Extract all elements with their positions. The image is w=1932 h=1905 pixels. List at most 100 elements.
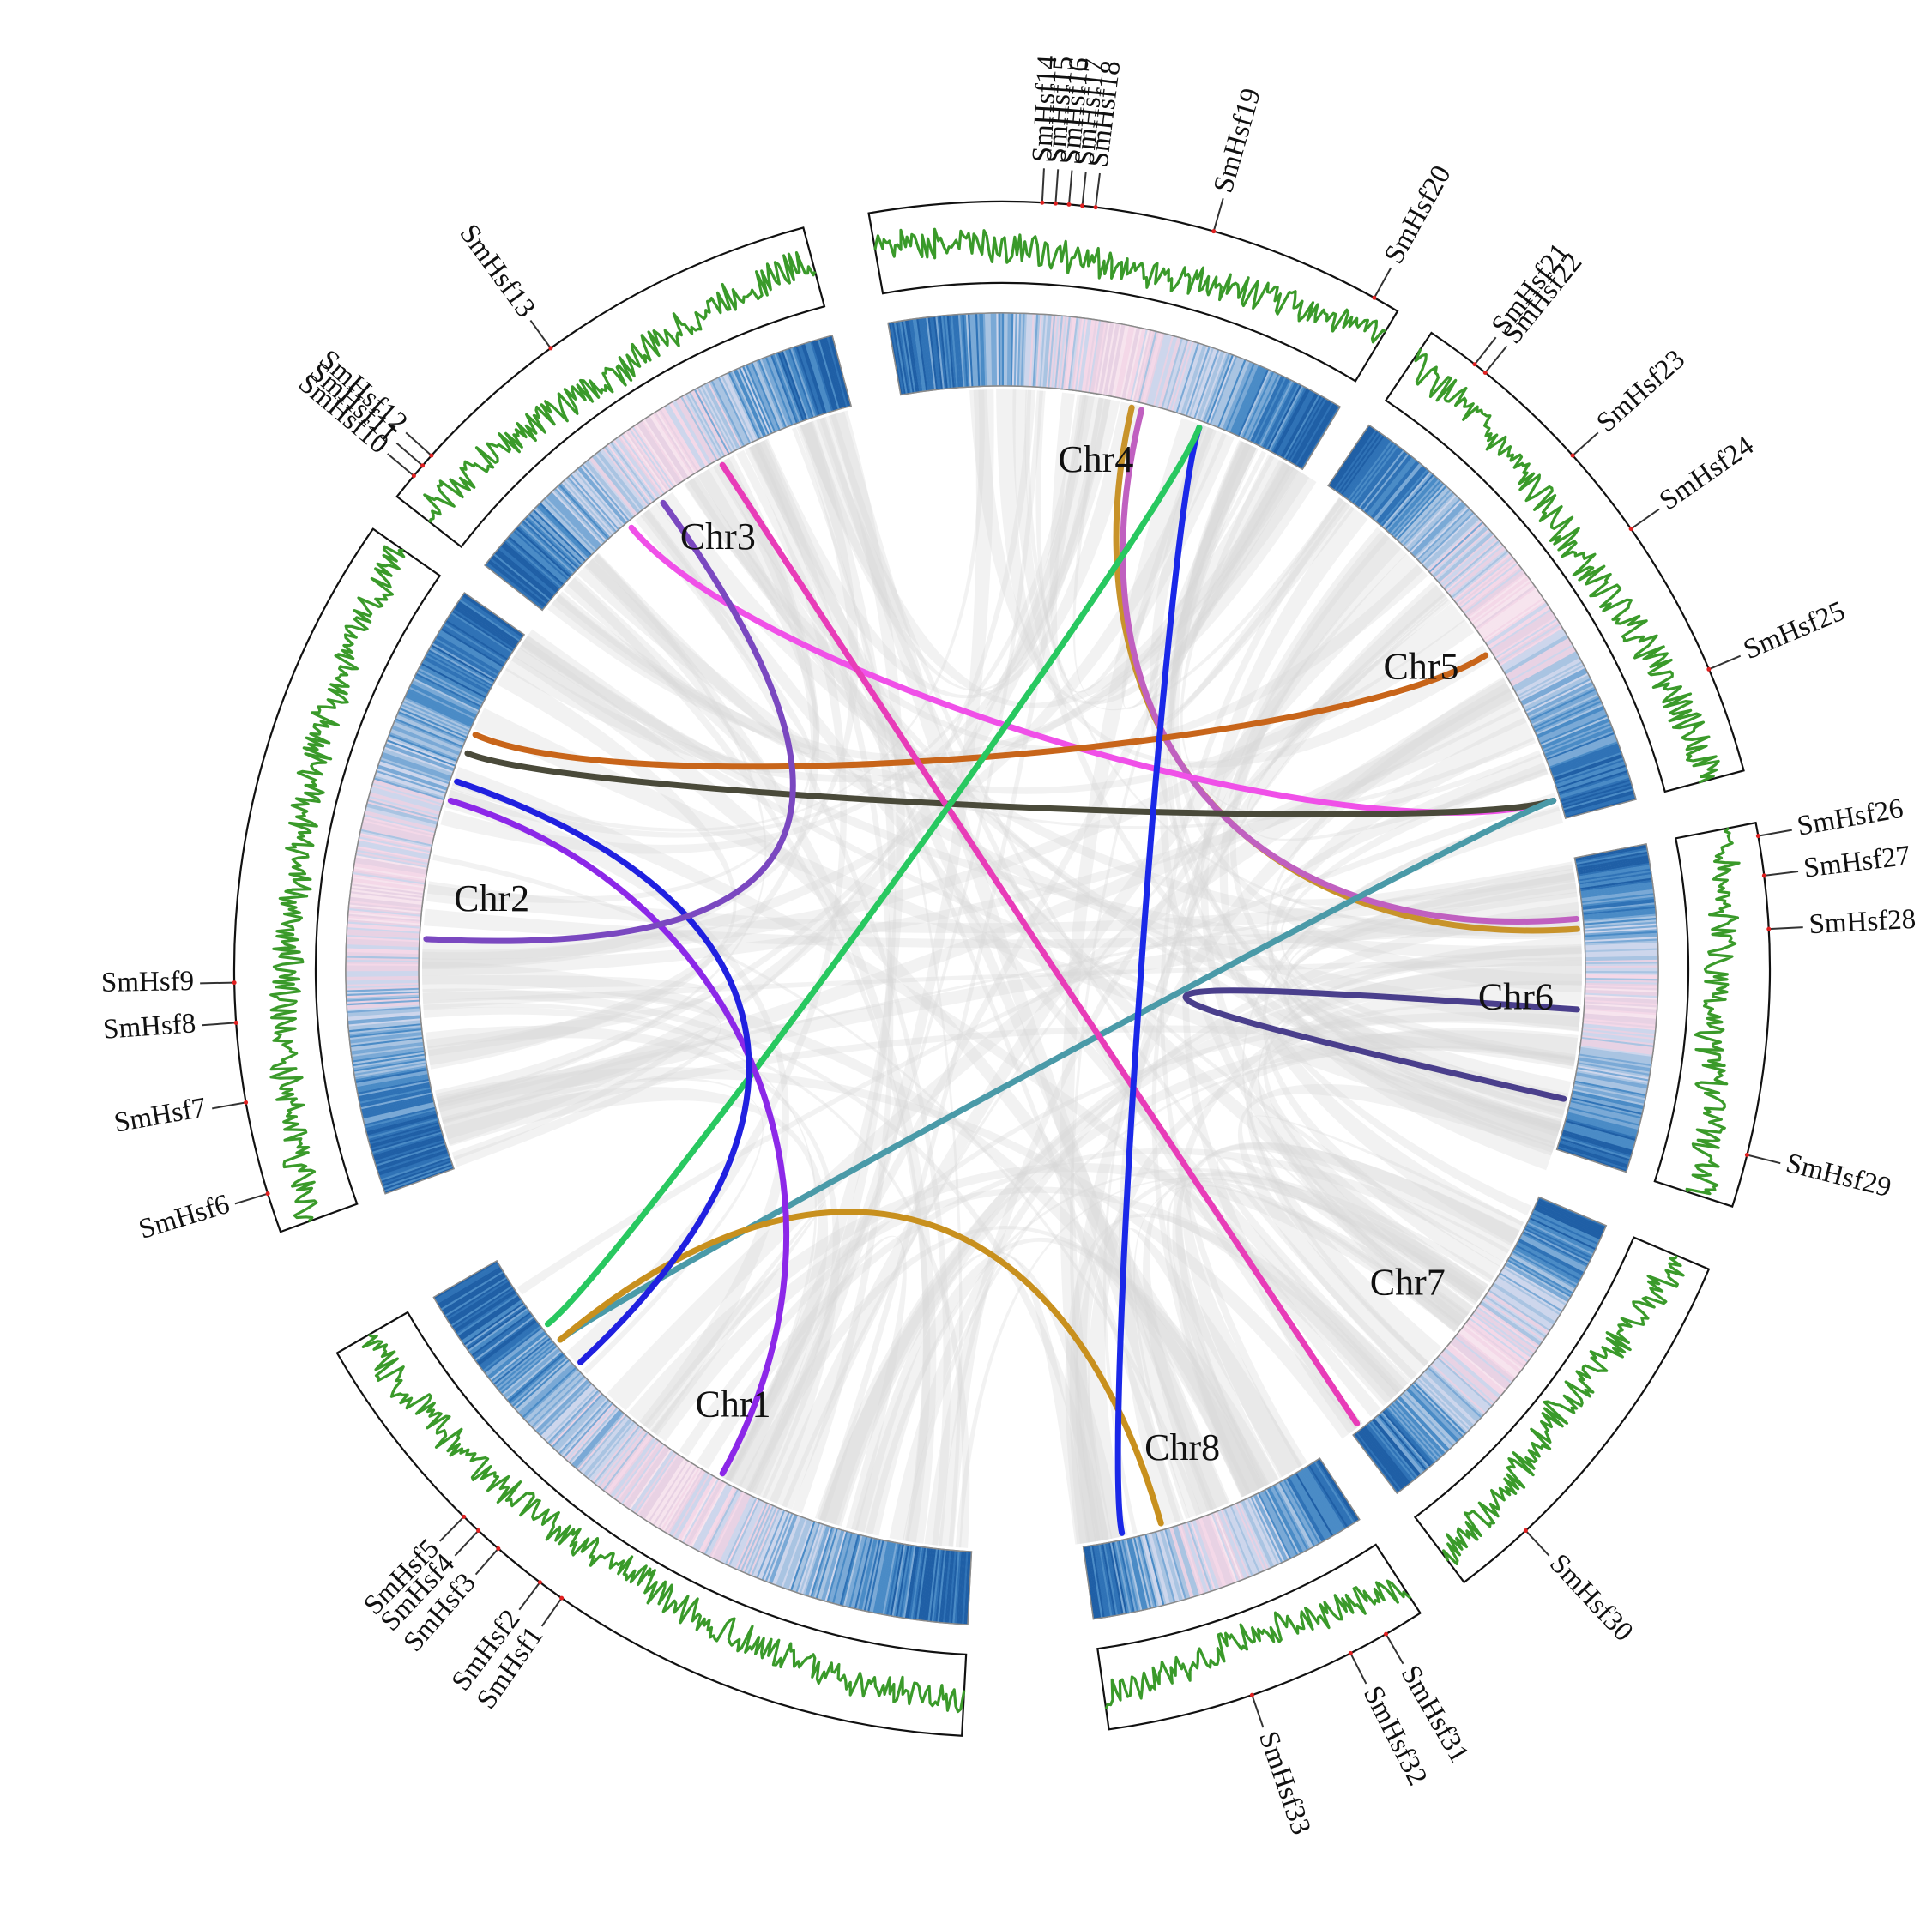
heatmap-cell	[1585, 965, 1658, 968]
heatmap-cell	[550, 491, 602, 546]
heatmap-cell	[539, 1383, 592, 1437]
heatmap-cell	[1573, 1083, 1646, 1100]
heatmap-cell	[1530, 1215, 1597, 1249]
heatmap-cell	[1404, 1390, 1457, 1444]
heatmap-cell	[946, 1550, 955, 1624]
heatmap-cell	[1536, 1202, 1604, 1233]
heatmap-cell	[543, 498, 596, 552]
heatmap-cell	[1584, 932, 1657, 939]
heatmap-cell	[1583, 1020, 1657, 1029]
heatmap-cell	[1493, 615, 1556, 656]
heatmap-cell	[1547, 735, 1616, 764]
heatmap-cell	[558, 484, 610, 540]
heatmap-cell	[1199, 1516, 1227, 1587]
heatmap-cell	[1579, 1045, 1653, 1058]
heatmap-cell	[1468, 574, 1528, 620]
heatmap-cell	[1579, 870, 1651, 883]
heatmap-cell	[552, 489, 605, 545]
gene-tick	[1374, 267, 1392, 298]
heatmap-cell	[1452, 553, 1512, 601]
heatmap-cell	[1377, 466, 1426, 524]
heatmap-cell	[362, 1098, 434, 1118]
heatmap-cell	[1003, 313, 1006, 387]
heatmap-cell	[1556, 766, 1627, 791]
heatmap-cell	[462, 1302, 524, 1346]
heatmap-cell	[350, 885, 424, 897]
heatmap-cell	[1576, 1069, 1649, 1084]
heatmap-cell	[1494, 1281, 1557, 1323]
heatmap-cell	[352, 873, 426, 887]
heatmap-cell	[529, 511, 584, 564]
heatmap-cell	[1572, 1090, 1645, 1108]
heatmap-cell	[1266, 1487, 1302, 1554]
heatmap-cell	[1451, 1340, 1509, 1389]
heatmap-cell	[904, 320, 918, 393]
heatmap-cell	[1559, 1139, 1630, 1164]
heatmap-cell	[1455, 556, 1514, 604]
heatmap-cell	[1278, 391, 1316, 457]
heatmap-cell	[1132, 329, 1152, 401]
heatmap-cell	[1584, 923, 1657, 931]
heatmap-cell	[1543, 725, 1613, 755]
heatmap-cell	[1578, 866, 1651, 880]
gene-tick	[1349, 1652, 1367, 1685]
heatmap-cell	[773, 1516, 801, 1586]
heatmap-cell	[601, 448, 648, 508]
heatmap-cell	[667, 1470, 706, 1535]
heatmap-cell	[574, 1411, 624, 1468]
heatmap-cell	[1533, 1208, 1601, 1240]
heatmap-cell	[570, 1408, 619, 1465]
heatmap-cell	[1569, 1101, 1641, 1121]
heatmap-cell	[602, 1432, 649, 1492]
heatmap-cell	[416, 671, 483, 707]
heatmap-cell	[517, 1363, 573, 1414]
gene-tick	[234, 1192, 269, 1205]
heatmap-cell	[1139, 1535, 1159, 1607]
heatmap-cell	[510, 1355, 567, 1406]
heatmap-cell	[1286, 395, 1324, 461]
heatmap-cell	[1257, 1492, 1292, 1559]
histogram-chr8	[1096, 1543, 1422, 1731]
heatmap-cell	[920, 317, 932, 391]
heatmap-cell	[364, 813, 436, 834]
heatmap-cell	[1580, 1043, 1653, 1056]
heatmap-cell	[712, 1492, 746, 1559]
heatmap-cell	[507, 1353, 565, 1403]
heatmap-cell	[1452, 552, 1510, 600]
heatmap-cell	[1585, 992, 1658, 998]
heatmap-cell	[554, 487, 606, 543]
heatmap-cell	[1477, 589, 1539, 634]
synteny-ribbon	[1283, 868, 1577, 1145]
heatmap-cell	[884, 1542, 899, 1615]
heatmap-cell	[1018, 313, 1023, 387]
heatmap-cell	[1550, 746, 1621, 774]
heatmap-cell	[691, 389, 728, 455]
heatmap-cell	[1476, 1307, 1537, 1353]
heatmap-cell	[939, 1549, 948, 1623]
heatmap-cell	[355, 1068, 428, 1083]
heatmap-cell	[1299, 404, 1339, 469]
heatmap-cell	[1116, 325, 1133, 398]
heatmap-cell	[347, 1006, 420, 1014]
gene-position-marker	[1628, 527, 1633, 532]
heatmap-cell	[625, 1446, 669, 1508]
heatmap-cell	[1432, 1361, 1488, 1414]
heatmap-cell	[1157, 336, 1180, 408]
synteny-ribbon	[939, 1257, 1090, 1547]
heatmap-cell	[1584, 929, 1657, 936]
heatmap-cell	[355, 1071, 429, 1088]
heatmap-cell	[1056, 316, 1066, 389]
heatmap-cell	[1583, 910, 1657, 919]
heatmap-cell	[392, 725, 461, 754]
heatmap-cell	[1562, 788, 1634, 811]
chromosome-label: Chr2	[454, 877, 529, 919]
heatmap-cell	[1288, 397, 1325, 462]
gene-position-marker	[1372, 295, 1377, 300]
heatmap-cell	[1298, 403, 1337, 468]
heatmap-cell	[1458, 560, 1518, 608]
heatmap-cell	[574, 470, 624, 527]
heatmap-cell	[1243, 371, 1277, 440]
heatmap-cell	[610, 441, 655, 502]
heatmap-cell	[1535, 1204, 1603, 1237]
chromosome-label: Chr3	[680, 515, 756, 558]
